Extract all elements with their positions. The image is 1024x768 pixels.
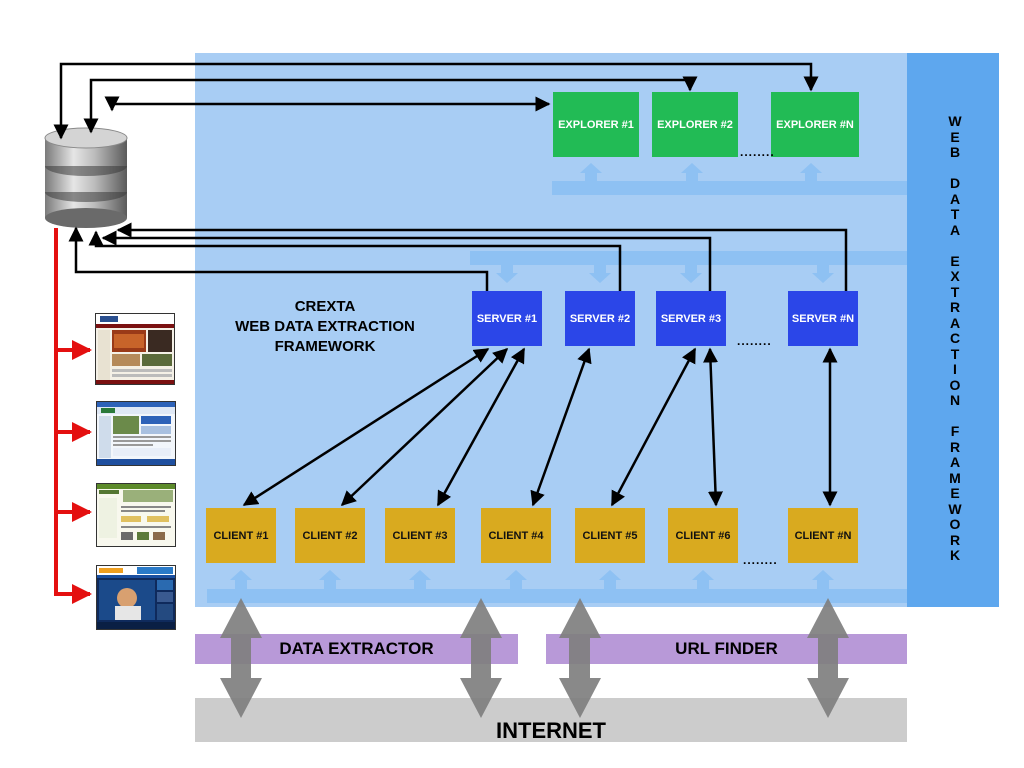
title-line-2: WEB DATA EXTRACTION — [235, 318, 415, 335]
side-label-letter: A — [949, 454, 961, 470]
client-node: CLIENT #4 — [481, 508, 551, 563]
client-bus — [207, 589, 907, 603]
website-thumbnail-4-image — [97, 566, 175, 629]
client-label: CLIENT #5 — [582, 529, 638, 542]
server-node: SERVER #2 — [565, 291, 635, 346]
url-finder-bar: URL FINDER — [546, 634, 907, 664]
website-thumbnail-3-image — [97, 484, 175, 540]
framework-side-band — [907, 53, 999, 607]
internet-bar: INTERNET — [195, 698, 907, 743]
side-label-letter: T — [950, 345, 960, 362]
server-label: SERVER #1 — [476, 312, 538, 325]
side-label-letter: B — [949, 144, 961, 160]
server-label: SERVER #N — [791, 312, 855, 325]
server-node: SERVER #1 — [472, 291, 542, 346]
data-extractor-label: DATA EXTRACTOR — [279, 639, 434, 658]
client-label: CLIENT #3 — [392, 529, 448, 542]
website-thumbnail-1 — [95, 313, 175, 385]
server-label: SERVER #3 — [660, 312, 722, 325]
side-label-letter: O — [949, 516, 961, 532]
client-node: CLIENT #2 — [295, 508, 365, 563]
side-label-letter: A — [949, 190, 961, 207]
client-label: CLIENT #1 — [213, 529, 269, 542]
website-thumbnail-2 — [96, 401, 176, 466]
side-label-letter: M — [949, 469, 961, 486]
website-thumbnail-3 — [96, 483, 176, 547]
client-label: CLIENT #4 — [488, 529, 544, 542]
side-label-letter: F — [950, 423, 960, 439]
explorer-bus — [552, 181, 907, 195]
client-server-links — [242, 347, 838, 507]
server-ellipsis: ........ — [737, 334, 772, 348]
server-node: SERVER #3 — [656, 291, 726, 346]
side-label-letter: O — [949, 376, 961, 393]
side-label-letter: T — [950, 206, 960, 222]
client-node: CLIENT #5 — [575, 508, 645, 563]
side-label-letter: A — [949, 314, 961, 331]
title-line-1: CREXTA — [294, 298, 356, 315]
client-node: CLIENT #1 — [206, 508, 276, 563]
storage-red-lines — [54, 228, 92, 604]
side-label-letter: A — [949, 221, 961, 238]
client-node: CLIENT #N — [788, 508, 858, 563]
side-label-letter: C — [949, 330, 961, 346]
framework-title: CREXTA WEB DATA EXTRACTION FRAMEWORK — [215, 297, 435, 357]
client-label: CLIENT #6 — [675, 529, 731, 542]
side-label-letter: X — [950, 268, 960, 284]
internet-label: INTERNET — [496, 718, 606, 743]
side-label-letter: D — [949, 175, 961, 191]
side-label-letter: N — [949, 392, 961, 408]
server-label: SERVER #2 — [569, 312, 631, 325]
side-label-letter: W — [948, 500, 962, 517]
side-label-letter: K — [949, 547, 961, 563]
client-node: CLIENT #6 — [668, 508, 738, 563]
server-db-lines — [68, 222, 848, 291]
client-label: CLIENT #2 — [302, 529, 358, 542]
side-label-letter: E — [950, 128, 960, 145]
bus-up-arrows — [230, 163, 834, 589]
server-node: SERVER #N — [788, 291, 858, 346]
explorer-ellipsis: ........ — [740, 145, 775, 159]
database-icon — [44, 127, 128, 228]
side-label-letter: T — [950, 283, 960, 300]
website-thumbnail-1-image — [96, 314, 174, 384]
internet-double-arrows — [220, 598, 849, 718]
side-label-letter: E — [950, 252, 960, 269]
side-label-letter: E — [950, 485, 960, 501]
side-label-letter: R — [949, 531, 961, 548]
explorer-db-lines — [53, 62, 819, 140]
side-label-letter: I — [953, 361, 957, 377]
side-label-letter: R — [949, 299, 961, 315]
website-thumbnail-2-image — [97, 402, 175, 465]
client-node: CLIENT #3 — [385, 508, 455, 563]
side-label-letter: W — [948, 113, 962, 129]
client-ellipsis: ........ — [743, 553, 778, 567]
client-label: CLIENT #N — [794, 529, 852, 542]
server-bus — [470, 251, 907, 265]
website-thumbnail-4 — [96, 565, 176, 630]
url-finder-label: URL FINDER — [675, 639, 778, 658]
side-label-letter: R — [949, 438, 961, 455]
